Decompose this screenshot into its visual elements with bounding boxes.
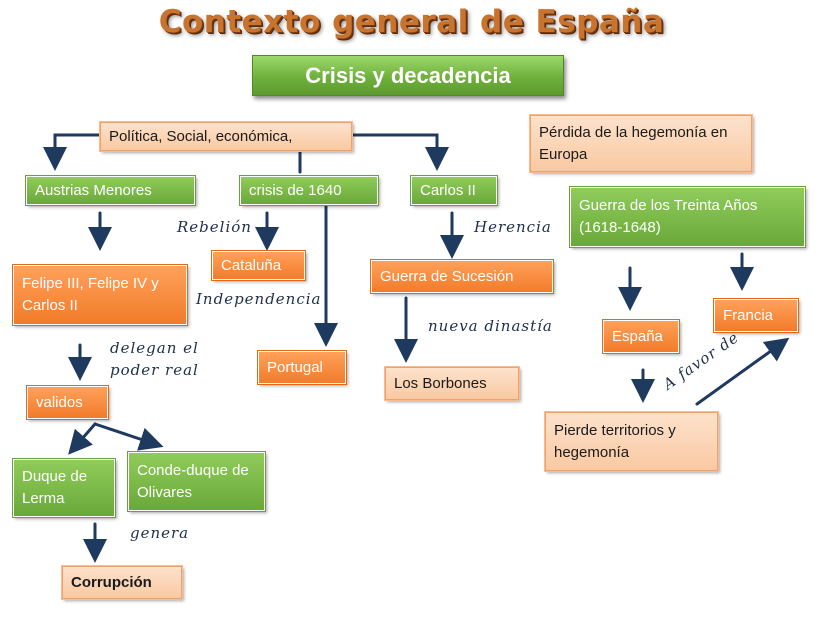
node-cataluna: Cataluña: [211, 250, 306, 281]
label-herencia: Herencia: [474, 218, 552, 236]
node-austrias-menores: Austrias Menores: [25, 175, 196, 206]
node-portugal: Portugal: [257, 350, 347, 385]
node-corrupcion: Corrupción: [61, 565, 183, 600]
node-conde-duque-olivares: Conde-duque de Olivares: [127, 451, 266, 512]
arrow-politica-austrias: [43, 133, 102, 171]
arrow-validos-olivares: [93, 422, 164, 451]
node-perdida-hegemonia: Pérdida de la hegemonía en Europa: [529, 114, 753, 173]
arrow-pierde-francia: [695, 337, 790, 406]
node-espana: España: [602, 319, 680, 354]
label-delegan-poder: delegan el poder real: [110, 339, 199, 379]
label-genera: genera: [130, 524, 190, 542]
node-crisis-1640: crisis de 1640: [239, 175, 379, 206]
subtitle-banner: Crisis y decadencia: [252, 55, 564, 96]
node-felipe: Felipe III, Felipe IV y Carlos II: [12, 264, 188, 326]
label-nueva-dinastia: nueva dinastía: [428, 317, 553, 335]
node-los-borbones: Los Borbones: [384, 366, 520, 401]
arrow-politica-carlos2: [350, 133, 449, 171]
node-carlos-ii: Carlos II: [410, 175, 498, 206]
arrow-validos-lerma: [68, 422, 97, 455]
node-guerra-treinta-anos: Guerra de los Treinta Años (1618-1648): [569, 186, 806, 248]
node-duque-lerma: Duque de Lerma: [12, 458, 116, 518]
node-politica: Política, Social, económica,: [99, 121, 353, 152]
node-francia: Francia: [713, 298, 799, 333]
page-title: Contexto general de España: [158, 4, 665, 40]
node-validos: validos: [26, 385, 109, 420]
node-guerra-sucesion: Guerra de Sucesión: [370, 259, 554, 294]
label-rebelion: Rebelión: [177, 218, 252, 236]
node-pierde-territorios: Pierde territorios y hegemonía: [544, 411, 719, 472]
label-independencia: Independencia: [196, 290, 322, 308]
